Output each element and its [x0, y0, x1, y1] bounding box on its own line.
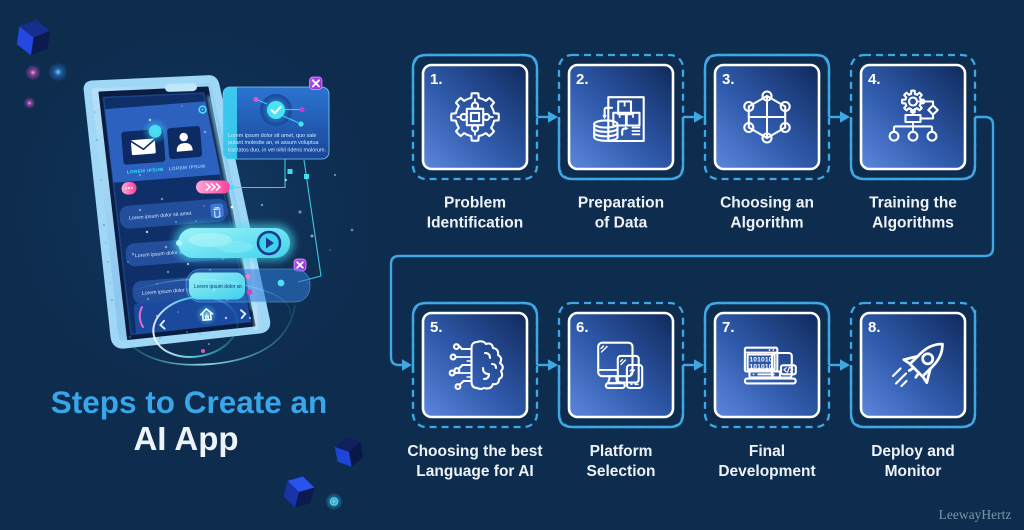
- svg-text:Lorem ipsum dolor sit amet: Lorem ipsum dolor sit amet: [129, 211, 192, 222]
- svg-text:AI App: AI App: [133, 420, 238, 457]
- svg-text:Lorem ipsum dolor sit: Lorem ipsum dolor sit: [194, 284, 242, 290]
- svg-text:tractatos duo, in vel nihil ri: tractatos duo, in vel nihil ridens malor…: [228, 147, 326, 153]
- svg-text:Development: Development: [718, 463, 815, 480]
- svg-text:Final: Final: [749, 443, 785, 460]
- svg-text:Platform: Platform: [590, 443, 653, 460]
- svg-text:Problem: Problem: [444, 195, 506, 212]
- svg-text:Choosing the best: Choosing the best: [407, 443, 542, 460]
- svg-text:Selection: Selection: [587, 463, 656, 480]
- svg-text:Training the: Training the: [869, 195, 957, 212]
- svg-text:101010: 101010: [749, 364, 772, 371]
- svg-text:101010: 101010: [749, 357, 772, 364]
- svg-text:3.: 3.: [722, 71, 735, 88]
- svg-text:of Data: of Data: [595, 215, 648, 232]
- svg-text:Lorem ipsum dolor sit amet: Lorem ipsum dolor sit amet: [135, 248, 198, 259]
- svg-text:Identification: Identification: [427, 215, 523, 232]
- svg-text:Lorem ipsum dolor sit amet, qu: Lorem ipsum dolor sit amet, quo sale: [228, 133, 316, 139]
- svg-text:Language for AI: Language for AI: [416, 463, 533, 480]
- svg-text:Algorithms: Algorithms: [872, 215, 954, 232]
- svg-text:Lorem ipsum dolor sit amet: Lorem ipsum dolor sit amet: [142, 286, 205, 297]
- svg-text:8.: 8.: [868, 319, 881, 336]
- svg-text:Choosing an: Choosing an: [720, 195, 814, 212]
- svg-text:7.: 7.: [722, 319, 735, 336]
- svg-text:Monitor: Monitor: [885, 463, 942, 480]
- svg-text:LeewayHertz: LeewayHertz: [939, 507, 1012, 522]
- svg-text:5.: 5.: [430, 319, 443, 336]
- svg-text:1.: 1.: [430, 71, 443, 88]
- svg-text:Steps to Create an: Steps to Create an: [51, 384, 328, 420]
- svg-text:LOREM IPSUM: LOREM IPSUM: [169, 163, 206, 171]
- svg-text:Algorithm: Algorithm: [730, 215, 803, 232]
- svg-text:Deploy and: Deploy and: [871, 443, 955, 460]
- svg-text:putant molestie an, ei assum v: putant molestie an, ei assum voluptua: [228, 140, 319, 146]
- svg-text:4.: 4.: [868, 71, 881, 88]
- svg-text:LOREM IPSUM: LOREM IPSUM: [127, 167, 164, 175]
- svg-text:Preparation: Preparation: [578, 195, 664, 212]
- svg-text:2.: 2.: [576, 71, 589, 88]
- svg-text:6.: 6.: [576, 319, 589, 336]
